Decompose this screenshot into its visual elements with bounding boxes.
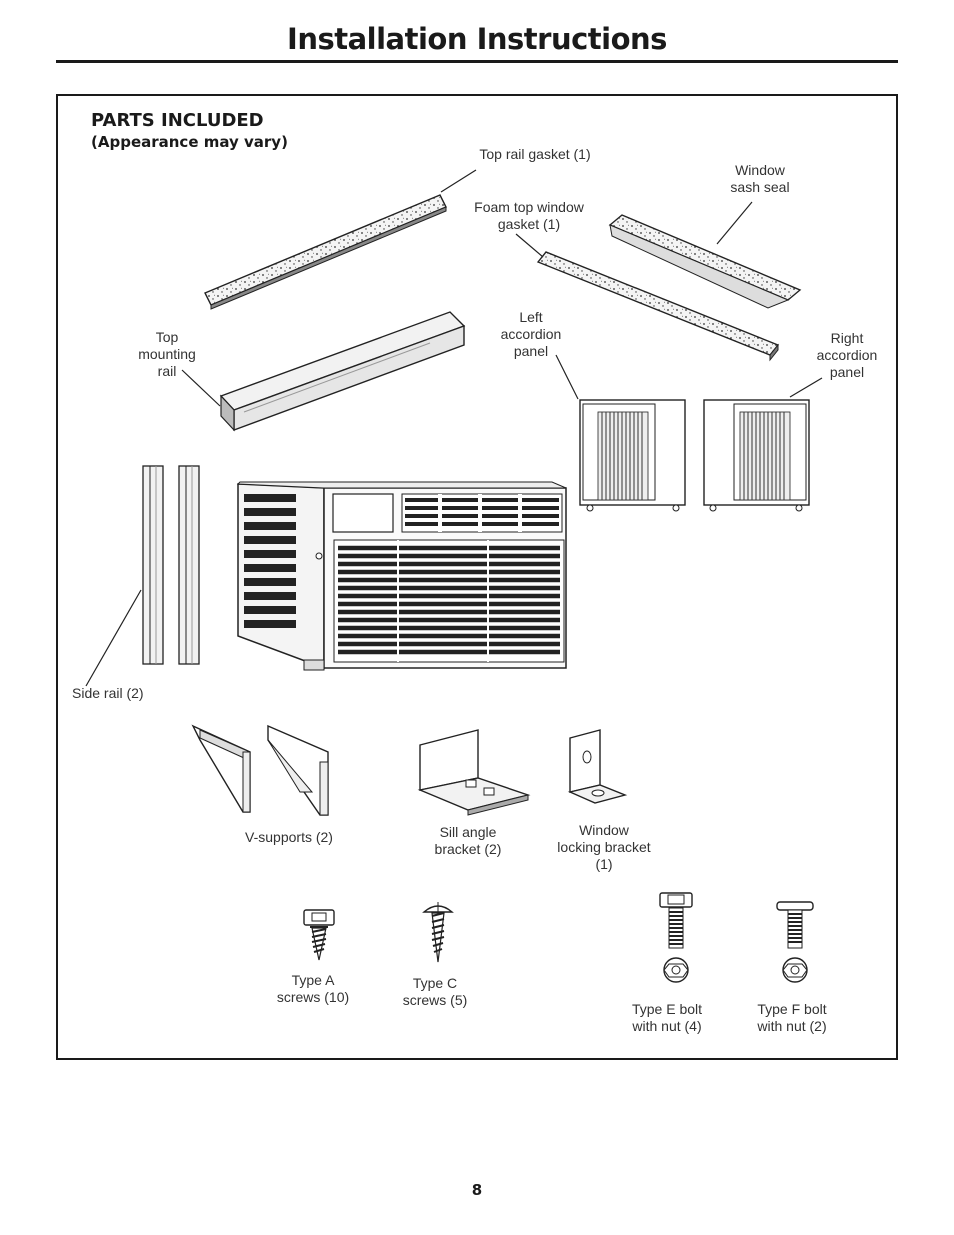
sill-angle-bracket-drawing xyxy=(417,729,531,816)
page-number: 8 xyxy=(471,1181,483,1199)
type-a-screws-label: Type A screws (10) xyxy=(276,972,350,1005)
window-locking-bracket-label: Window locking bracket (1) xyxy=(557,822,651,872)
section-subtitle: (Appearance may vary) xyxy=(91,133,288,151)
window-sash-seal-drawing xyxy=(608,201,802,309)
type-c-screw-drawing xyxy=(422,902,454,963)
type-f-bolt-drawing xyxy=(776,901,814,983)
top-rail-gasket-drawing xyxy=(204,169,477,310)
type-a-screw-drawing xyxy=(303,909,335,961)
v-supports-drawing xyxy=(191,724,329,816)
type-e-bolt-drawing xyxy=(659,892,693,983)
foam-top-window-gasket-label: Foam top window gasket (1) xyxy=(474,199,584,232)
v-supports-label: V-supports (2) xyxy=(245,829,333,845)
window-locking-bracket-drawing xyxy=(567,729,628,804)
type-c-screws-label: Type C screws (5) xyxy=(402,975,468,1008)
type-e-bolt-label: Type E bolt with nut (4) xyxy=(631,1001,703,1034)
parts-frame xyxy=(56,94,898,1060)
right-accordion-panel-label: Right accordion panel xyxy=(816,330,878,380)
window-sash-seal-label: Window sash seal xyxy=(730,162,790,195)
top-mounting-rail-drawing xyxy=(181,311,466,432)
top-rail-gasket-label: Top rail gasket (1) xyxy=(479,146,591,162)
left-accordion-panel-drawing xyxy=(555,354,686,512)
sill-angle-bracket-label: Sill angle bracket (2) xyxy=(434,824,502,857)
side-rail-label: Side rail (2) xyxy=(72,685,144,701)
section-title: PARTS INCLUDED xyxy=(91,110,264,131)
right-accordion-panel-drawing xyxy=(703,377,823,512)
foam-gasket-drawing xyxy=(515,233,780,362)
left-accordion-panel-label: Left accordion panel xyxy=(500,309,562,359)
air-conditioner-drawing xyxy=(236,481,567,671)
side-rail-drawing xyxy=(85,465,200,687)
top-mounting-rail-label: Top mounting rail xyxy=(138,329,196,379)
page-title: Installation Instructions xyxy=(287,22,667,56)
type-f-bolt-label: Type F bolt with nut (2) xyxy=(757,1001,827,1034)
title-rule xyxy=(56,60,898,63)
